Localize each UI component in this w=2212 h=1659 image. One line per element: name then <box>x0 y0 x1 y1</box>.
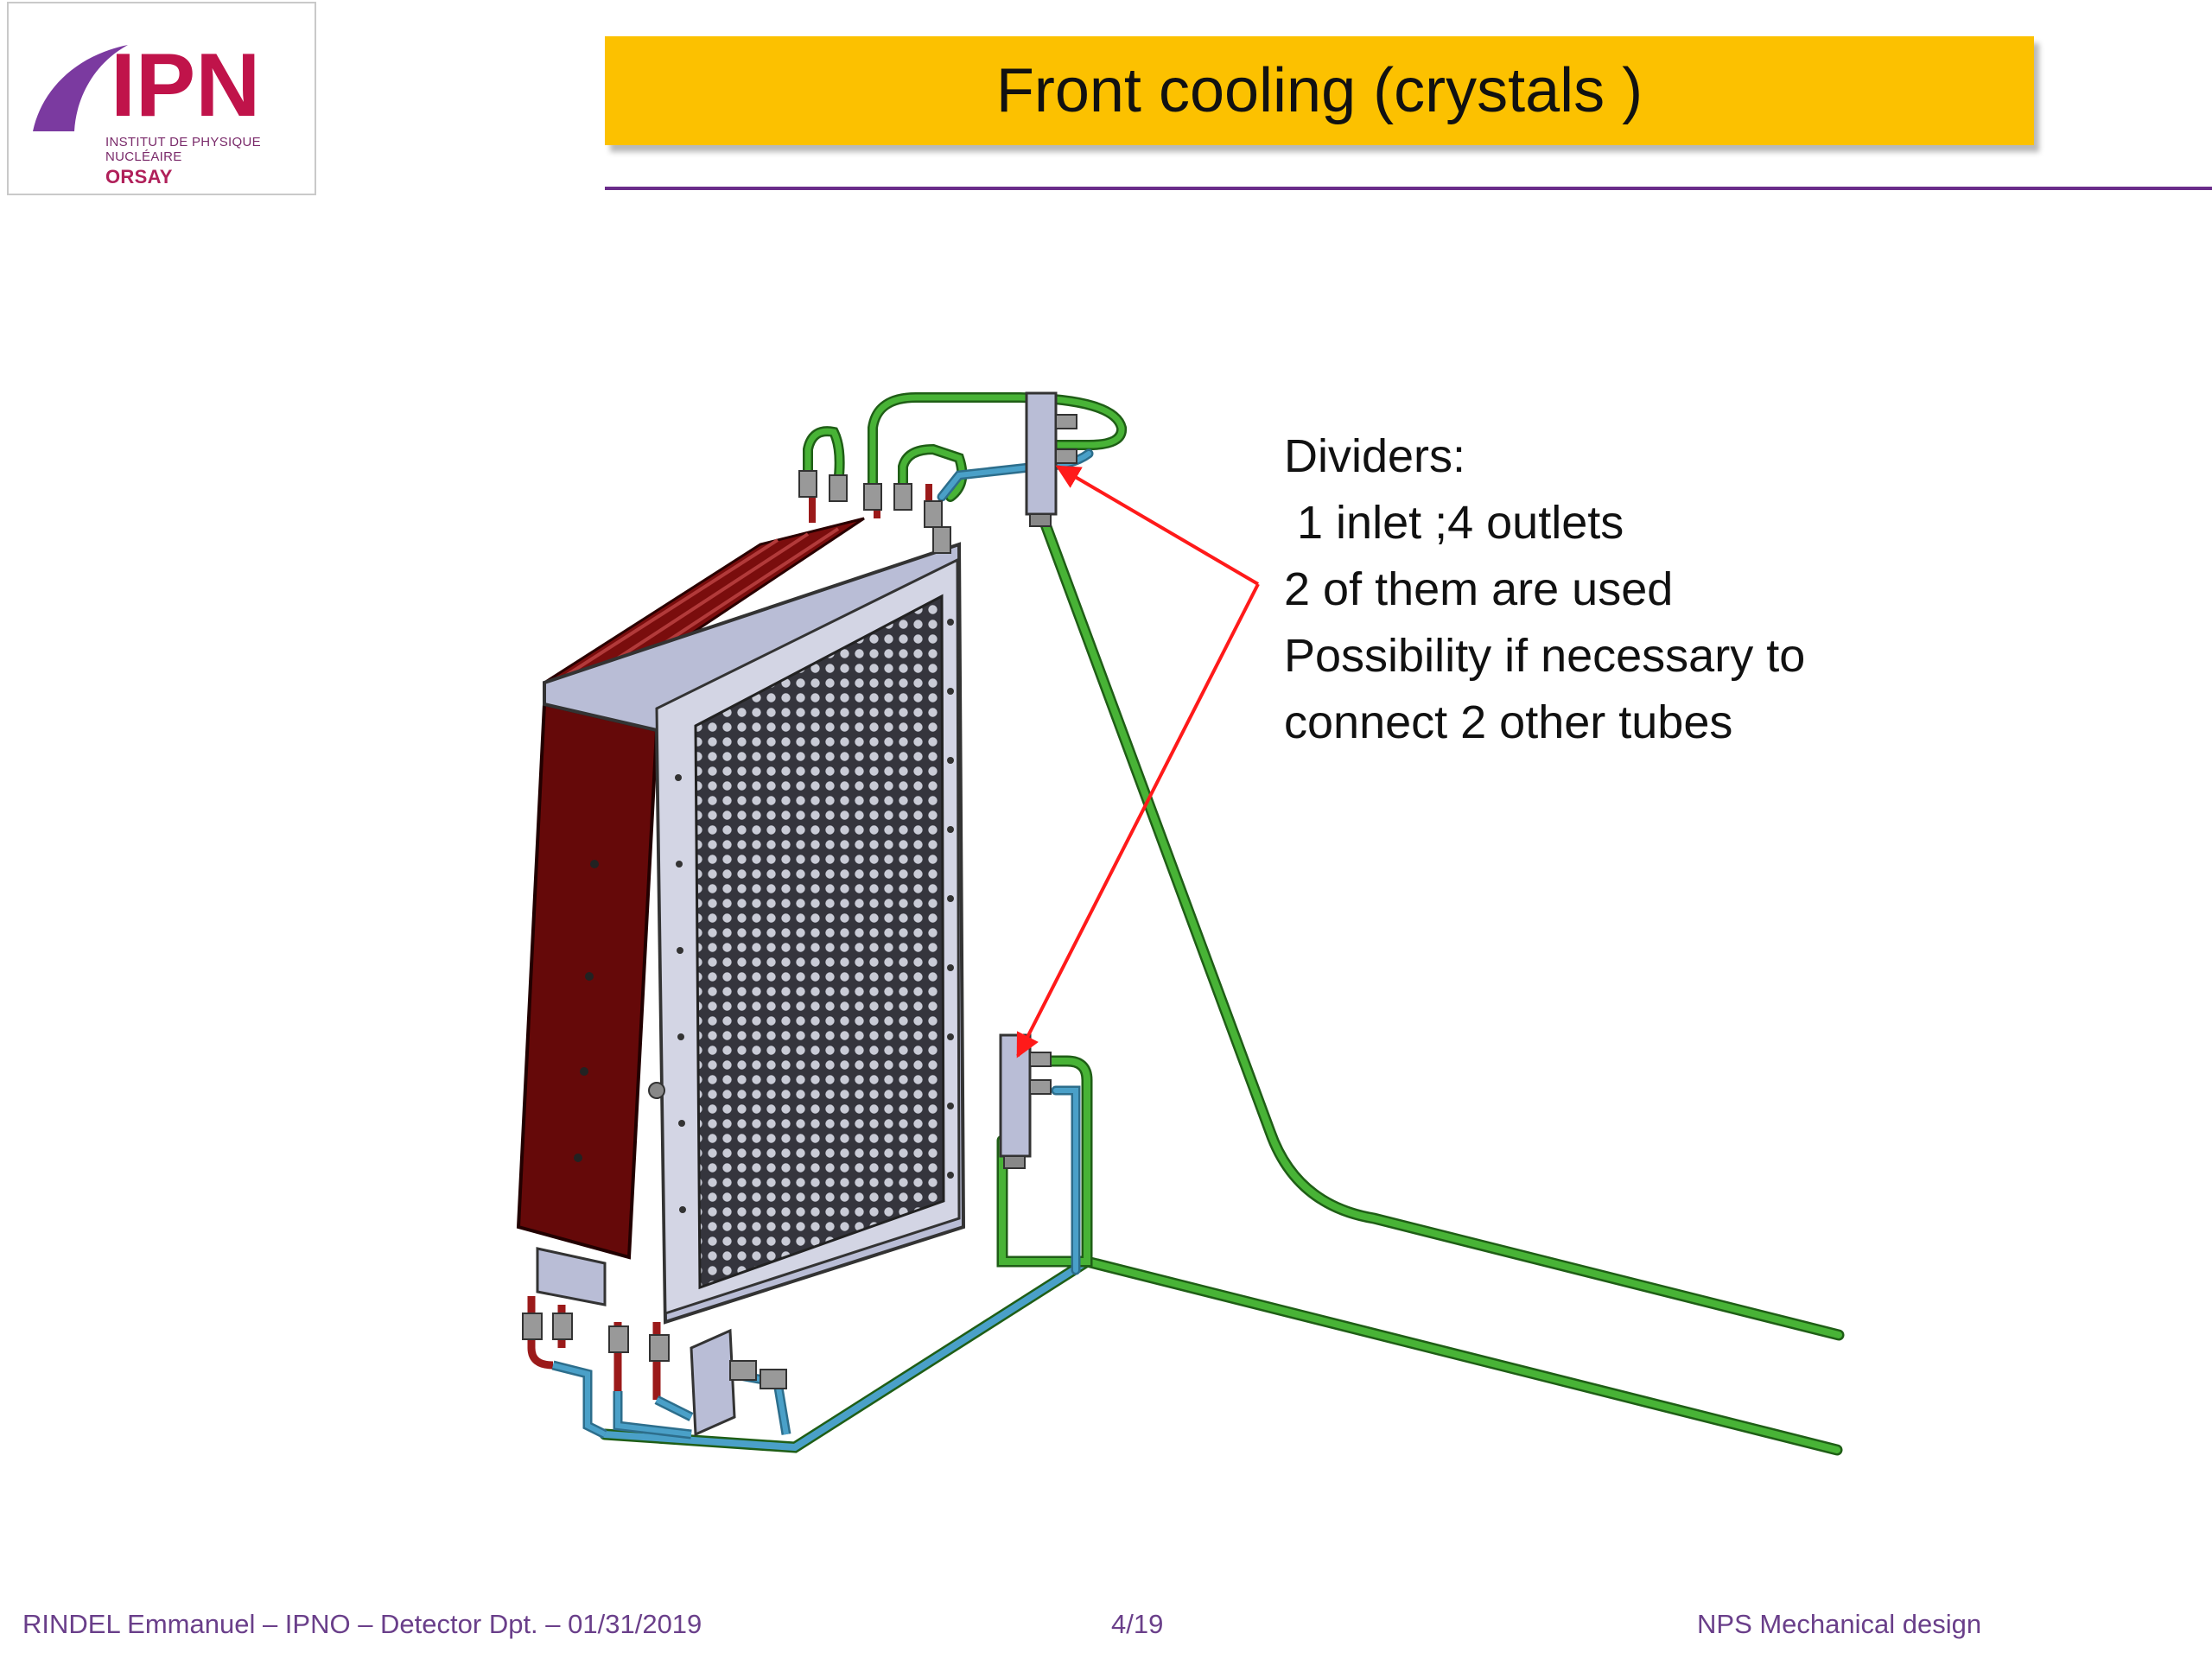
footer-page-number: 4/19 <box>1111 1609 1164 1639</box>
logo-line-institute: INSTITUT DE PHYSIQUE NUCLÉAIRE <box>105 135 261 164</box>
bottom-divider <box>999 1033 1052 1169</box>
side-cooling-panel <box>516 702 659 1260</box>
bottom-fittings <box>522 1247 791 1440</box>
title-banner: Front cooling (crystals ) <box>605 36 2034 145</box>
note-line: connect 2 other tubes <box>1284 696 1733 748</box>
title-underline <box>605 187 2212 190</box>
note-line: 2 of them are used <box>1284 563 1674 615</box>
note-line: 1 inlet ;4 outlets <box>1284 497 1624 549</box>
arrow-to-bottom-divider <box>1016 583 1260 1058</box>
divider-notes: Dividers: 1 inlet ;4 outlets 2 of them a… <box>1284 423 1805 756</box>
note-line: Dividers: <box>1284 430 1466 482</box>
ipn-logo-mark: IPN <box>33 35 260 133</box>
top-fittings <box>798 470 951 554</box>
slide-title: Front cooling (crystals ) <box>995 56 1643 125</box>
logo-line-orsay: ORSAY <box>105 166 173 188</box>
supply-tubes <box>599 495 1845 1456</box>
footer-project: NPS Mechanical design <box>1697 1609 1982 1639</box>
top-divider <box>1025 391 1077 527</box>
footer-author: RINDEL Emmanuel – IPNO – Detector Dpt. –… <box>22 1609 702 1639</box>
frame-bolts <box>648 619 954 1213</box>
top-tubes <box>803 392 1128 502</box>
ipn-logo: IPN INSTITUT DE PHYSIQUE NUCLÉAIRE ORSAY <box>7 2 316 195</box>
arrow-to-top-divider <box>1055 465 1260 586</box>
note-line: Possibility if necessary to <box>1284 630 1806 682</box>
crystal-face-grid <box>694 594 945 1290</box>
annotation-arrows <box>1016 465 1260 1058</box>
logo-mark-text: IPN <box>111 35 260 133</box>
